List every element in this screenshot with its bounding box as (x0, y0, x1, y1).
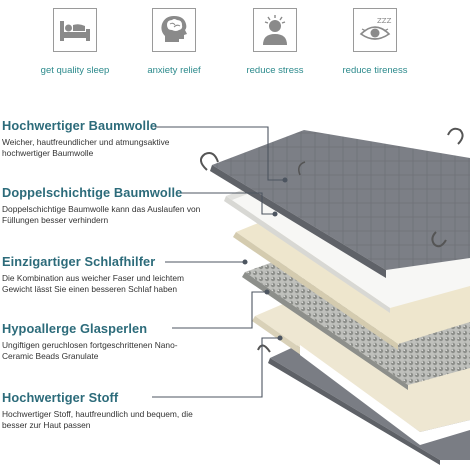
benefit-tireness: ZZZ reduce tireness (325, 8, 425, 76)
feature-title: Einzigartiger Schlafhilfer (2, 254, 156, 269)
feature-cotton: Hochwertiger Baumwolle Weicher, hautfreu… (2, 118, 277, 159)
benefit-stress: reduce stress (225, 8, 325, 76)
feature-desc: Ungiftigen geruchlosen fortgeschrittenen… (2, 340, 178, 361)
feature-title: Hypoallerge Glasperlen (2, 321, 148, 336)
benefit-label: anxiety relief (147, 65, 201, 76)
layer-cream-lower (252, 286, 470, 445)
feature-desc: Doppelschichtige Baumwolle kann das Ausl… (2, 204, 201, 225)
zzz-text: ZZZ (377, 17, 392, 25)
benefit-label: reduce tireness (342, 65, 408, 76)
benefit-label: get quality sleep (40, 65, 110, 76)
feature-double-cotton: Doppelschichtige Baumwolle Doppelschicht… (2, 185, 277, 226)
feature-glass-beads: Hypoallerge Glasperlen Ungiftigen geruch… (2, 321, 277, 362)
bed-icon (53, 8, 97, 52)
benefit-sleep: get quality sleep (25, 8, 125, 76)
sleepy-eye-icon: ZZZ (353, 8, 397, 52)
stressed-person-icon (253, 8, 297, 52)
layer-fabric-bottom (257, 330, 470, 465)
feature-title: Hochwertiger Stoff (2, 390, 119, 405)
feature-title: Hochwertiger Baumwolle (2, 118, 158, 133)
feature-desc: Hochwertiger Stoff, hautfreundlich und b… (2, 409, 193, 430)
feature-desc: Die Kombination aus weicher Faser und le… (2, 273, 185, 294)
benefit-label: reduce stress (246, 65, 304, 76)
benefits-row: get quality sleep anxiety relief reduce … (0, 8, 470, 88)
feature-list: Hochwertiger Baumwolle Weicher, hautfreu… (0, 112, 280, 462)
feature-desc: Weicher, hautfreundlicher und atmungsakt… (2, 137, 170, 158)
head-brain-icon (152, 8, 196, 52)
feature-fabric: Hochwertiger Stoff Hochwertiger Stoff, h… (2, 390, 277, 431)
feature-sleep-aid: Einzigartiger Schlafhilfer Die Kombinati… (2, 254, 277, 295)
feature-title: Doppelschichtige Baumwolle (2, 185, 183, 200)
benefit-anxiety: anxiety relief (124, 8, 224, 76)
